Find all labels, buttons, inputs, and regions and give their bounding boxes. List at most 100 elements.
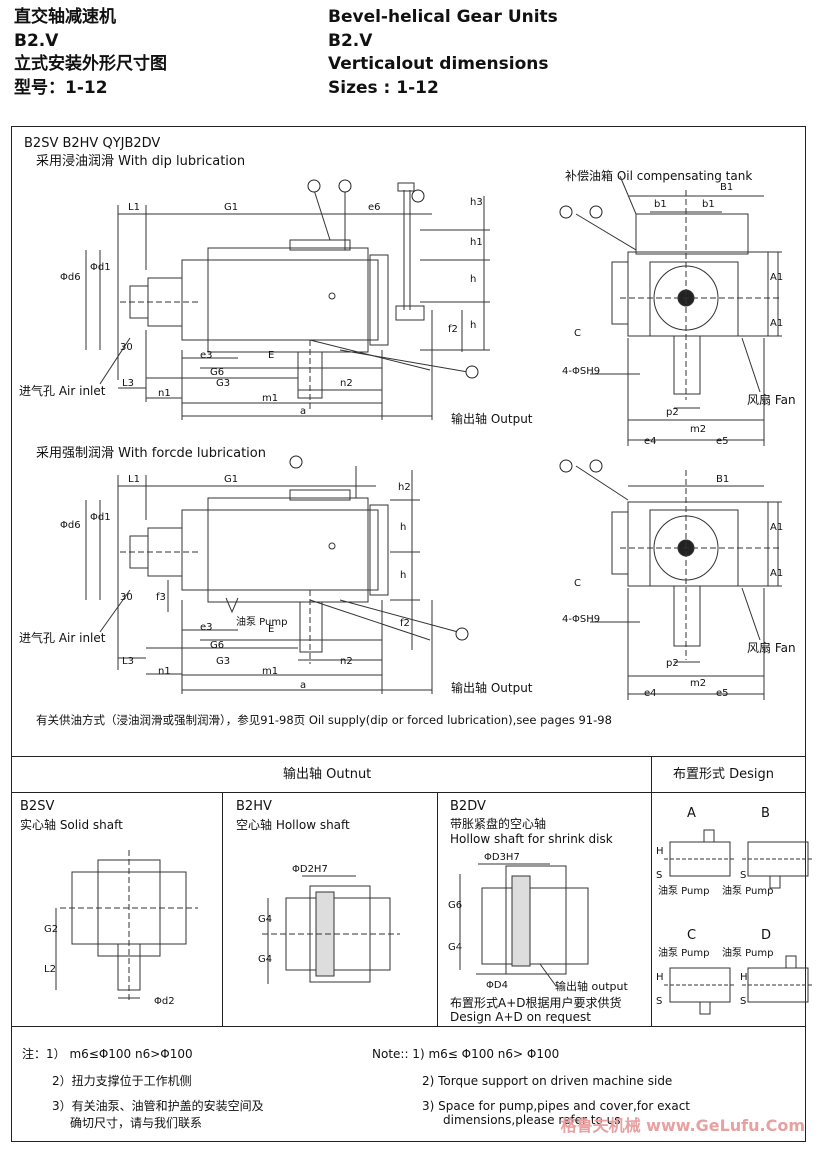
- drawing-frame: [11, 126, 806, 1142]
- design-d-pump: 油泵 Pump: [722, 948, 774, 959]
- air-inlet-label-2: 进气孔 Air inlet: [19, 631, 106, 645]
- design-a-pump: 油泵 Pump: [658, 886, 710, 897]
- header-cn-line1: 直交轴减速机: [14, 7, 116, 27]
- housing-2: [181, 509, 379, 591]
- dim-L2: L2: [44, 964, 56, 975]
- dim-m2-2: m2: [690, 678, 706, 689]
- output-label-2: 输出轴 Output: [451, 681, 533, 695]
- note-cn-3a: 3）有关油泵、油管和护盖的安装空间及: [52, 1099, 264, 1113]
- hole-label-1: 4-ΦSH9: [562, 366, 601, 377]
- dim-d1-1: Φd1: [90, 262, 111, 273]
- dim-e3-2: e3: [200, 622, 213, 633]
- output-label-1: 输出轴 Output: [451, 412, 533, 426]
- header-cn: 直交轴减速机 B2.V 立式安装外形尺寸图 型号：1-12: [14, 6, 167, 100]
- dim-G4-dv: G4: [448, 942, 462, 953]
- dim-G6-2: G6: [210, 640, 224, 651]
- note-cn-2: 2）扭力支撑位于工作机侧: [52, 1074, 192, 1088]
- oil-tank-label: 补偿油箱 Oil compensating tank: [565, 169, 753, 183]
- dim-C-1: C: [574, 328, 581, 339]
- dim-h-1b: h: [470, 320, 476, 331]
- b2sv-title: B2SV: [20, 799, 55, 814]
- b2dv-title: B2DV: [450, 799, 486, 814]
- b2hv-subtitle: 空心轴 Hollow shaft: [236, 818, 350, 832]
- dim-h-1a: h: [470, 274, 476, 285]
- b2dv-subtitle-cn: 带胀紧盘的空心轴: [450, 817, 547, 831]
- header-cn-line3: 立式安装外形尺寸图: [14, 54, 167, 74]
- dim-b1-1a: b1: [654, 199, 667, 210]
- dip-lubrication-label: 采用浸油润滑 With dip lubrication: [36, 154, 246, 169]
- design-b-pump: 油泵 Pump: [722, 886, 774, 897]
- design-a-S: S: [656, 870, 662, 881]
- dim-b1-1b: b1: [702, 199, 715, 210]
- dim-D2H7: ΦD2H7: [292, 864, 328, 875]
- note-cn-3b: 确切尺寸，请与我们联系: [70, 1116, 203, 1130]
- end-view-1: [627, 251, 769, 337]
- dim-G2: G2: [44, 924, 58, 935]
- design-section-title: 布置形式 Design: [673, 767, 775, 782]
- breather-symbol-icon: [338, 179, 352, 193]
- header-cn-line4: 型号：1-12: [14, 77, 108, 98]
- divider-header: [11, 792, 806, 793]
- b2sv-subtitle: 实心轴 Solid shaft: [20, 818, 123, 832]
- fan-label-1: 风扇 Fan: [747, 393, 796, 407]
- design-c-label: C: [687, 928, 697, 943]
- dim-C-2: C: [574, 578, 581, 589]
- dim-d2: Φd2: [154, 996, 175, 1007]
- forced-lubrication-label: 采用强制润滑 With forcde lubrication: [36, 446, 266, 461]
- dim-G1: G1: [224, 202, 238, 213]
- dim-A1-2b: A1: [770, 568, 783, 579]
- dim-n1-1: n1: [158, 388, 171, 399]
- dim-n1-2: n1: [158, 666, 171, 677]
- dim-e4-1: e4: [644, 436, 657, 447]
- dim-h3: h3: [470, 197, 483, 208]
- b2dv-note-en: Design A+D on request: [450, 1010, 591, 1024]
- dim-p2-1: p2: [666, 407, 679, 418]
- forced-fill-symbol-icon: [289, 455, 303, 469]
- divider-top: [11, 756, 806, 757]
- housing-1: [181, 259, 379, 341]
- dim-d6-2: Φd6: [60, 520, 81, 531]
- dim-L1: L1: [128, 202, 140, 213]
- design-a-label: A: [687, 806, 696, 821]
- dim-e4-2: e4: [644, 688, 657, 699]
- dim-30-2: 30: [120, 592, 133, 603]
- dim-e6: e6: [368, 202, 381, 213]
- dim-h-2b: h: [400, 570, 406, 581]
- dim-G6-dv: G6: [448, 900, 462, 911]
- b2hv-title: B2HV: [236, 799, 272, 814]
- end2-fill-symbol-icon: [559, 459, 573, 473]
- design-d-label: D: [761, 928, 772, 943]
- dim-e3-1: e3: [200, 350, 213, 361]
- dim-D4: ΦD4: [486, 980, 508, 991]
- dim-B1-2: B1: [716, 474, 729, 485]
- oil-pump-label: 油泵 Pump: [236, 617, 288, 628]
- dim-E-2: E: [268, 624, 274, 635]
- dim-B1-1: B1: [720, 182, 733, 193]
- dim-D3H7: ΦD3H7: [484, 852, 520, 863]
- design-b-S: S: [740, 870, 746, 881]
- header-en-line4: Sizes : 1-12: [328, 77, 439, 98]
- header-en-line3: Verticalout dimensions: [328, 54, 549, 74]
- design-d-H: H: [740, 972, 748, 983]
- design-c-H: H: [656, 972, 664, 983]
- dim-f3: f3: [156, 592, 166, 603]
- end1-breather-symbol-icon: [589, 205, 603, 219]
- design-c-pump: 油泵 Pump: [658, 948, 710, 959]
- dim-n2-1: n2: [340, 378, 353, 389]
- dim-a-1: a: [300, 406, 306, 417]
- note-en-1: Note:: 1) m6≤ Φ100 n6> Φ100: [372, 1047, 560, 1061]
- level-symbol-icon: [411, 189, 425, 203]
- divider-col1: [222, 792, 223, 1026]
- divider-col2: [437, 792, 438, 1026]
- b2dv-body: [481, 887, 589, 965]
- note-en-2: 2) Torque support on driven machine side: [422, 1074, 673, 1088]
- dim-e5-1: e5: [716, 436, 729, 447]
- oil-fill-symbol-icon: [307, 179, 321, 193]
- dim-d1-2: Φd1: [90, 512, 111, 523]
- dim-m1-1: m1: [262, 393, 278, 404]
- dim-m2-1: m2: [690, 424, 706, 435]
- dim-a-2: a: [300, 680, 306, 691]
- forced-drain-symbol-icon: [455, 627, 469, 641]
- drain-symbol-icon: [465, 365, 479, 379]
